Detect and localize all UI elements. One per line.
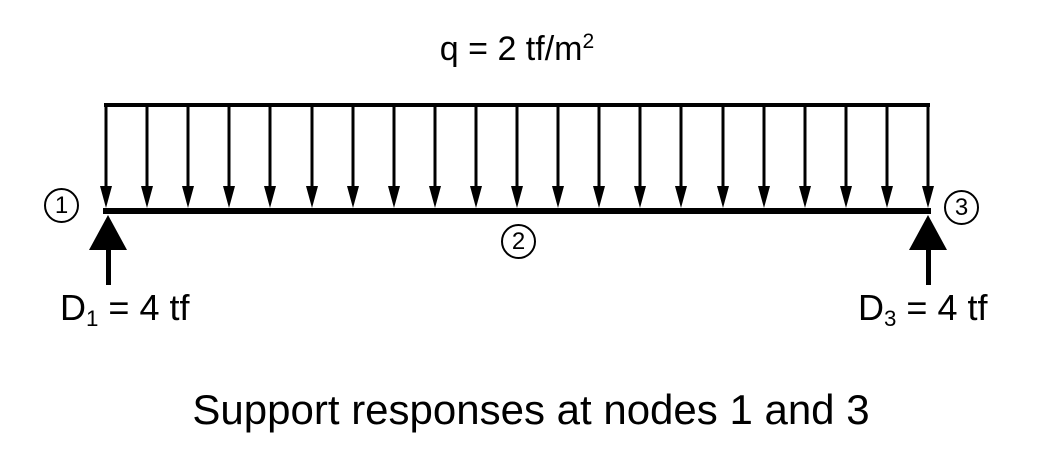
load-arrow-stem	[227, 103, 231, 188]
down-arrowhead-icon	[552, 186, 565, 208]
load-down-arrow-icon	[921, 103, 935, 208]
load-down-arrow-icon	[757, 103, 771, 208]
load-unit-exponent: 2	[582, 30, 595, 54]
down-arrowhead-icon	[305, 186, 318, 208]
down-arrowhead-icon	[141, 186, 154, 208]
load-down-arrow-icon	[305, 103, 319, 208]
reaction-value-d1: D1 = 4 tf	[60, 287, 190, 332]
load-arrow-stem	[351, 103, 355, 188]
down-arrowhead-icon	[469, 186, 482, 208]
node-1-label: 1	[54, 191, 69, 219]
node-circle-1: 1	[44, 188, 79, 223]
load-arrow-stem	[474, 103, 478, 188]
down-arrowhead-icon	[264, 186, 277, 208]
reaction-symbol: D	[858, 287, 884, 328]
down-arrowhead-icon	[634, 186, 647, 208]
down-arrowhead-icon	[428, 186, 441, 208]
distributed-load-region	[100, 103, 934, 208]
load-down-arrow-icon	[798, 103, 812, 208]
load-down-arrow-icon	[716, 103, 730, 208]
load-arrow-stem	[145, 103, 149, 188]
down-arrowhead-icon	[880, 186, 893, 208]
down-arrowhead-icon	[346, 186, 359, 208]
load-arrow-stem	[885, 103, 889, 188]
up-arrowhead-icon	[89, 215, 127, 250]
node-circle-3: 3	[944, 190, 979, 225]
load-arrow-stem	[803, 103, 807, 188]
load-down-arrow-icon	[99, 103, 113, 208]
reaction-subscript: 3	[884, 306, 897, 332]
load-arrow-stem	[762, 103, 766, 188]
load-down-arrow-icon	[551, 103, 565, 208]
down-arrowhead-icon	[757, 186, 770, 208]
load-arrow-stem	[679, 103, 683, 188]
distributed-load-label: q = 2 tf/m2	[440, 30, 594, 69]
reaction-arrow-node3	[908, 215, 948, 285]
load-arrow-stem	[515, 103, 519, 188]
reaction-value-d3: D3 = 4 tf	[858, 287, 988, 332]
down-arrowhead-icon	[675, 186, 688, 208]
load-arrow-stem	[721, 103, 724, 188]
down-arrowhead-icon	[511, 186, 523, 208]
load-down-arrow-icon	[839, 103, 853, 208]
beam-element	[103, 208, 931, 214]
load-down-arrow-icon	[346, 103, 360, 208]
load-down-arrow-icon	[140, 103, 154, 208]
reaction-equals-value: = 4 tf	[896, 287, 988, 328]
reaction-stem	[925, 250, 931, 285]
load-down-arrow-icon	[469, 103, 483, 208]
down-arrowhead-icon	[716, 186, 729, 208]
down-arrowhead-icon	[182, 186, 195, 208]
reaction-arrow-node1	[88, 215, 128, 285]
node-2-label: 2	[511, 227, 526, 255]
load-arrow-stem	[310, 103, 313, 188]
load-down-arrow-icon	[592, 103, 606, 208]
load-arrow-stem	[638, 103, 642, 188]
down-arrowhead-icon	[798, 186, 811, 208]
load-arrow-stem	[433, 103, 437, 188]
down-arrowhead-icon	[593, 186, 606, 208]
load-down-arrow-icon	[428, 103, 442, 208]
load-arrow-stem	[844, 103, 848, 188]
load-down-arrow-icon	[387, 103, 401, 208]
node-circle-2: 2	[501, 224, 536, 259]
node-3-label: 3	[954, 193, 969, 221]
reaction-equals-value: = 4 tf	[98, 287, 190, 328]
figure-caption: Support responses at nodes 1 and 3	[192, 386, 870, 433]
load-arrow-stem	[392, 103, 396, 188]
down-arrowhead-icon	[387, 186, 400, 208]
load-down-arrow-icon	[880, 103, 894, 208]
load-down-arrow-icon	[633, 103, 647, 208]
load-down-arrow-icon	[222, 103, 236, 208]
reaction-stem	[105, 250, 111, 285]
reaction-subscript: 1	[86, 306, 99, 332]
down-arrowhead-icon	[100, 186, 112, 208]
load-arrow-stem	[556, 103, 560, 188]
down-arrowhead-icon	[922, 186, 934, 208]
load-arrow-stem	[597, 103, 601, 188]
down-arrowhead-icon	[223, 186, 236, 208]
load-value-text: q = 2 tf/m	[439, 30, 583, 68]
load-arrow-stem	[186, 103, 190, 188]
load-down-arrow-icon	[263, 103, 277, 208]
down-arrowhead-icon	[839, 186, 852, 208]
reaction-symbol: D	[60, 287, 86, 328]
load-down-arrow-icon	[181, 103, 195, 208]
load-arrow-stem	[926, 103, 930, 188]
load-arrow-stem	[104, 103, 108, 188]
load-arrow-stem	[268, 103, 272, 188]
load-down-arrow-icon	[674, 103, 688, 208]
load-down-arrow-icon	[510, 103, 524, 208]
up-arrowhead-icon	[909, 215, 947, 250]
